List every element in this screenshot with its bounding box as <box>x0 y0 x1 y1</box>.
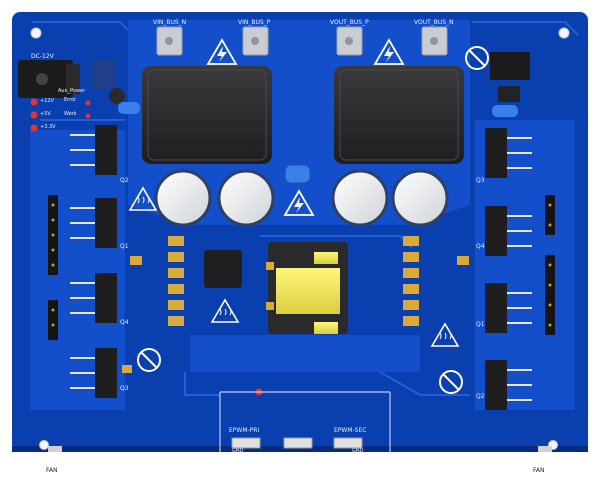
dc-jack-label: DC-12V <box>31 53 54 60</box>
control-board-outline <box>219 391 391 452</box>
vin-bus-p-label: VIN_BUS_P <box>238 19 271 26</box>
gold-pad-arrays <box>122 236 469 373</box>
pcb-edge <box>12 446 588 452</box>
vout-bus-n-label: VOUT_BUS_N <box>414 19 454 26</box>
epwm-connectors <box>48 437 552 452</box>
hot-surface-warning-icon <box>128 186 460 347</box>
no-touch-icon <box>137 46 489 394</box>
fan-right-label: FAN <box>533 467 545 474</box>
power-inductors <box>142 66 464 164</box>
dc-jack <box>18 60 80 98</box>
aux-power-label: Aux_Power <box>58 88 86 94</box>
aux-power-cluster-left <box>92 60 140 114</box>
v12-label: +12V <box>40 98 54 104</box>
film-capacitor <box>284 164 311 184</box>
aux-power-cluster <box>490 52 530 117</box>
gnd-label-pri: GND <box>232 448 244 454</box>
work-label: Work <box>64 111 77 117</box>
v5-label: +5V <box>40 111 51 117</box>
epwm-sec-label: EPWM-SEC <box>334 427 367 434</box>
right-mosfet-label-3: Q1 <box>476 321 485 328</box>
trace-lines <box>32 21 579 396</box>
gnd-label-sec: GND <box>352 448 364 454</box>
v33-label: +3.3V <box>40 124 56 130</box>
epwm-pri-label: EPWM-PRI <box>229 427 260 434</box>
left-mosfet-label-2: Q1 <box>120 243 129 250</box>
right-mosfets <box>485 128 532 410</box>
left-mosfet-label-4: Q3 <box>120 385 129 392</box>
error-label: Error <box>64 97 77 103</box>
electrolytic-capacitors <box>154 169 449 227</box>
smd-inductor <box>204 250 242 288</box>
left-mosfet-label-3: Q4 <box>120 319 129 326</box>
left-mosfet-label-1: Q2 <box>120 177 129 184</box>
right-mosfet-label-1: Q3 <box>476 177 485 184</box>
vin-bus-n-label: VIN_BUS_N <box>153 19 187 26</box>
fan-left-label: FAN <box>46 467 58 474</box>
right-mosfet-label-2: Q4 <box>476 243 485 250</box>
high-voltage-warning-icon <box>206 38 405 216</box>
left-mosfets <box>70 125 117 398</box>
status-leds <box>30 98 263 396</box>
vout-bus-p-label: VOUT_BUS_P <box>330 19 369 26</box>
transformer <box>266 242 348 334</box>
right-mosfet-label-4: Q2 <box>476 393 485 400</box>
